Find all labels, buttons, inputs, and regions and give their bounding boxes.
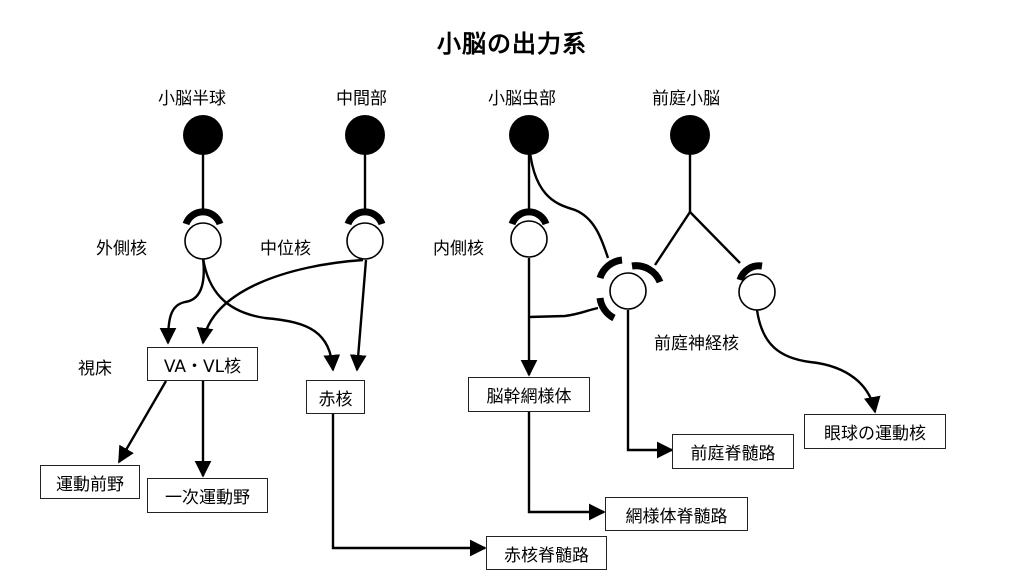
- label-cerebellar-hemisphere: 小脳半球: [158, 89, 226, 109]
- synapse-fastigial: [508, 208, 550, 226]
- label-fastigial-nucleus: 内側核: [433, 239, 484, 259]
- synapse-vestibular-vermis: [596, 256, 623, 280]
- path-fastigial-to-vestibular: [528, 306, 599, 319]
- box-red-nucleus: 赤核: [306, 380, 365, 414]
- synapse-vestibular-fastigial: [596, 297, 616, 322]
- nucleus-cell-vestibular-left: [609, 272, 647, 310]
- synapse-vestibular-right: [736, 262, 763, 282]
- path-dentate-to-va-vl: [159, 257, 205, 345]
- label-vestibulocerebellum: 前庭小脳: [652, 89, 720, 109]
- label-vermis: 小脳虫部: [488, 89, 556, 109]
- purkinje-cell-vermis: [509, 115, 549, 155]
- nucleus-cell-interposed: [346, 222, 384, 260]
- synapse-vestibular-flocculus: [631, 262, 664, 284]
- purkinje-cell-vestibulocerebellum: [670, 115, 710, 155]
- axon-vestibulocerebellum-branch-right: [689, 211, 741, 264]
- path-vestibular-to-oculomotor: [755, 309, 881, 414]
- box-vestibulospinal-tract: 前庭脊髄路: [672, 434, 794, 469]
- axon-vermis-to-vestibular: [527, 139, 610, 259]
- label-thalamus: 視床: [78, 359, 112, 379]
- path-va-vl-to-premotor: [117, 380, 168, 464]
- path-dentate-to-red-nucleus: [201, 257, 341, 372]
- box-reticulospinal-tract: 網様体脊髄路: [605, 497, 748, 531]
- axon-vestibulocerebellum-branch-left: [653, 211, 692, 266]
- nucleus-cell-vestibular-right: [738, 273, 776, 311]
- path-reticular-to-reticulospinal: [527, 412, 606, 521]
- label-dentate-nucleus: 外側核: [96, 239, 147, 259]
- label-intermediate-zone: 中間部: [336, 89, 387, 109]
- box-premotor-cortex: 運動前野: [40, 465, 140, 499]
- purkinje-cell-intermediate: [345, 115, 385, 155]
- path-interposed-to-va-vl: [196, 258, 364, 345]
- path-red-nucleus-to-rubrospinal: [331, 413, 487, 557]
- box-va-vl-nucleus: VA・VL核: [147, 347, 258, 381]
- box-oculomotor-nuclei: 眼球の運動核: [804, 414, 946, 449]
- path-vestibular-to-vestibulospinal: [626, 310, 674, 459]
- nucleus-cell-fastigial: [510, 220, 548, 258]
- synapse-dentate: [182, 208, 224, 226]
- box-primary-motor-cortex: 一次運動野: [147, 478, 268, 513]
- nucleus-cell-dentate: [184, 222, 222, 260]
- label-interposed-nucleus: 中位核: [260, 239, 311, 259]
- purkinje-cell-hemisphere: [183, 115, 223, 155]
- diagram-title: 小脳の出力系: [437, 30, 587, 58]
- label-vestibular-nucleus: 前庭神経核: [654, 334, 739, 354]
- path-interposed-to-red-nucleus: [349, 259, 368, 372]
- box-rubrospinal-tract: 赤核脊髄路: [486, 536, 607, 570]
- box-reticular-formation: 脳幹網様体: [468, 377, 590, 412]
- synapse-interposed: [344, 208, 386, 226]
